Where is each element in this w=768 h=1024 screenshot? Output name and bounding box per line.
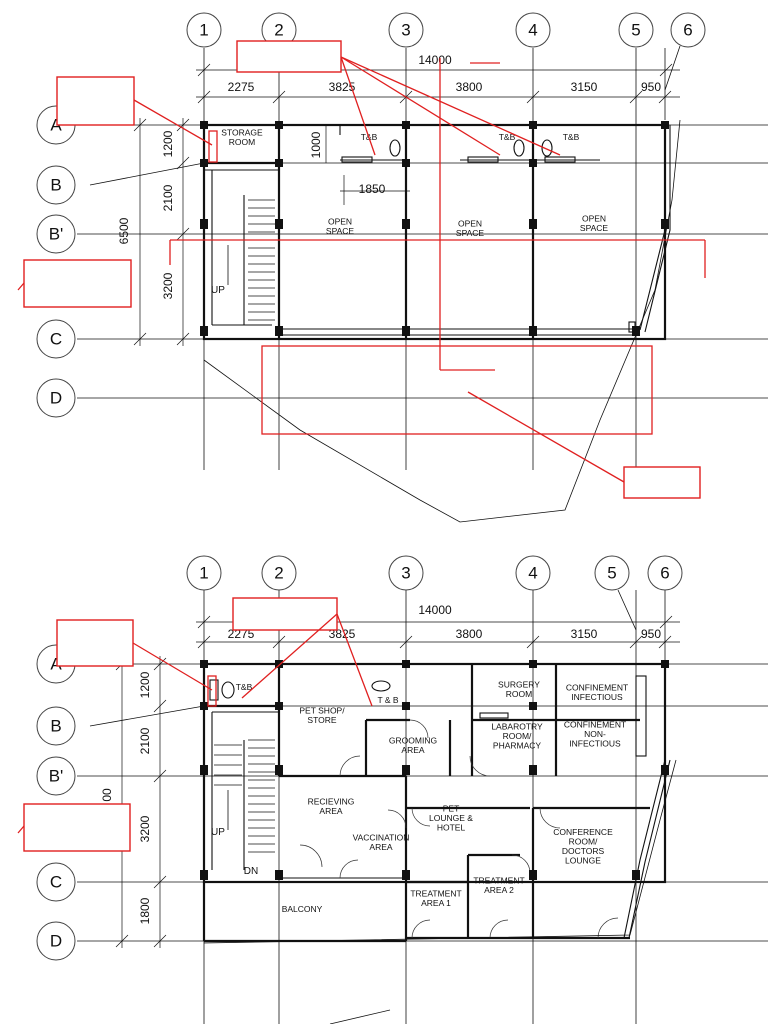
bottom-markup-box-3 — [23, 803, 131, 852]
bottom-bay-dim-3: 3800 — [456, 627, 483, 641]
top-col-label-4: 4 — [528, 21, 537, 40]
bottom-walls — [202, 662, 677, 1024]
top-inner-dim-1850: 1850 — [359, 182, 386, 196]
top-stair-up-label: UP — [211, 285, 225, 296]
bottom-col-label-6: 6 — [660, 564, 669, 583]
bottom-bay-dim-4: 3150 — [571, 627, 598, 641]
bottom-tb-left-label: T&B — [236, 682, 253, 692]
top-side-dim-1: 1200 — [161, 130, 175, 157]
top-tb-label-3: T&B — [563, 132, 580, 142]
top-col-label-3: 3 — [401, 21, 410, 40]
bottom-doors — [299, 719, 619, 939]
top-bay-dim-1: 2275 — [228, 80, 255, 94]
bottom-row-label-d: D — [50, 932, 62, 951]
bottom-col-label-4: 4 — [528, 564, 537, 583]
bottom-col-label-1: 1 — [199, 564, 208, 583]
bottom-markup-box-2 — [56, 619, 134, 667]
bottom-row-label-c: C — [50, 873, 62, 892]
bottom-overall-dim: 14000 — [418, 603, 452, 617]
top-column-gridlines — [203, 48, 666, 470]
top-side-dim-3: 3200 — [161, 272, 175, 299]
top-row-label-bprime: B' — [49, 225, 64, 244]
bottom-total-side-dim-fragment: 00 — [100, 788, 114, 802]
top-stair — [227, 199, 275, 321]
bottom-side-dim-4: 1800 — [138, 897, 152, 924]
bottom-row-bubbles: A B B' C D — [36, 644, 76, 961]
top-side-dim-2: 2100 — [161, 184, 175, 211]
bottom-structural-columns — [200, 660, 669, 880]
top-col-label-6: 6 — [683, 21, 692, 40]
top-row-label-d: D — [50, 389, 62, 408]
top-markup-box-1 — [236, 40, 342, 73]
top-markup-box-4 — [623, 466, 701, 499]
bottom-row-label-b: B — [50, 717, 61, 736]
bottom-bay-dim-5: 950 — [641, 627, 661, 641]
top-inner-dim-1000: 1000 — [309, 131, 323, 158]
top-column-bubbles: 1 2 3 4 5 6 — [186, 12, 706, 91]
top-markup-region — [261, 345, 653, 435]
top-col-label-2: 2 — [274, 21, 283, 40]
top-col-label-5: 5 — [631, 21, 640, 40]
bottom-col-label-5: 5 — [607, 564, 616, 583]
top-structural-columns — [200, 121, 669, 336]
top-col-label-1: 1 — [199, 21, 208, 40]
bottom-tb-mid-label: T & B — [377, 695, 398, 705]
top-markup-box-3 — [23, 259, 132, 308]
bottom-pet-shop-label: PET SHOP/STORE — [299, 705, 345, 725]
bottom-stair-dn-label: DN — [244, 866, 258, 877]
top-bay-dim-4: 3150 — [571, 80, 598, 94]
top-floor-plan: 1 2 3 4 5 6 A B B' C D 1 4 — [17, 12, 768, 523]
bottom-side-dim-3: 3200 — [138, 815, 152, 842]
top-bay-dim-2: 3825 — [329, 80, 356, 94]
top-walls — [202, 119, 681, 523]
top-total-side-dim: 6500 — [117, 217, 131, 244]
top-bay-dim-3: 3800 — [456, 80, 483, 94]
top-row-label-c: C — [50, 330, 62, 349]
bottom-dimensions: 14000 2275 3825 3800 3150 950 1200 2100 … — [100, 603, 680, 948]
bottom-col-label-3: 3 — [401, 564, 410, 583]
top-markup-box-2 — [56, 76, 135, 126]
top-dimensions: 14000 2275 3825 3800 3150 950 1200 2100 … — [117, 53, 680, 346]
top-bay-dim-5: 950 — [641, 80, 661, 94]
bottom-side-dim-2: 2100 — [138, 727, 152, 754]
bottom-column-bubbles: 1 2 3 4 5 6 — [186, 555, 683, 631]
bottom-row-label-bprime: B' — [49, 767, 64, 786]
bottom-col-label-2: 2 — [274, 564, 283, 583]
top-row-bubbles: A B B' C D — [36, 105, 76, 418]
bottom-balcony-label: BALCONY — [282, 904, 323, 914]
bottom-side-dim-1: 1200 — [138, 671, 152, 698]
bottom-floor-plan: 1 2 3 4 5 6 A B B' C D 14000 — [17, 555, 768, 1024]
top-red-markups — [17, 40, 706, 499]
top-row-label-b: B — [50, 176, 61, 195]
bottom-stair-up-label: UP — [211, 827, 225, 838]
bottom-stair — [214, 739, 275, 853]
bottom-red-markups — [17, 597, 373, 852]
top-overall-dim: 14000 — [418, 53, 452, 67]
bottom-markup-box-1 — [232, 597, 338, 631]
top-tb-label-2: T&B — [499, 132, 516, 142]
